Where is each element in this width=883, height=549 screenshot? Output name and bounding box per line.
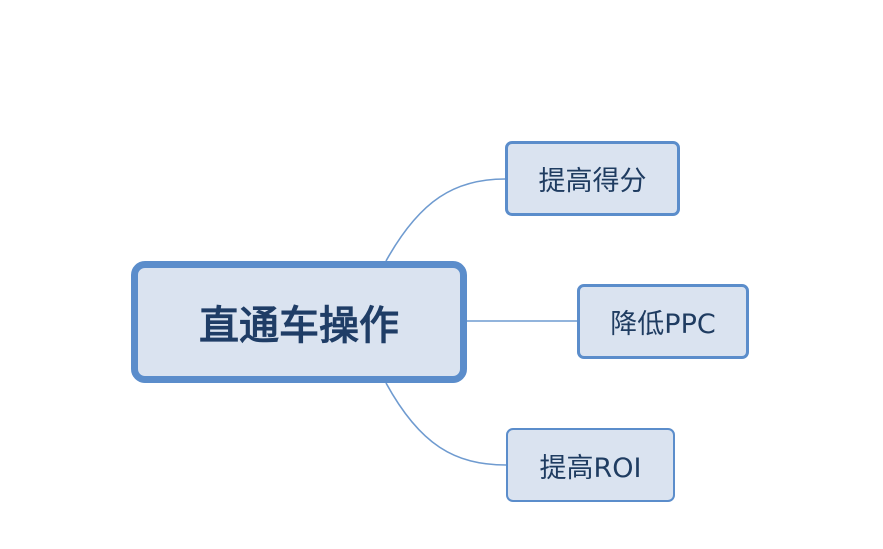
child-node-2[interactable]: 降低PPC <box>577 284 749 359</box>
child-node-1[interactable]: 提高得分 <box>505 141 680 216</box>
root-node[interactable]: 直通车操作 <box>131 261 467 383</box>
link-root-to-child-1 <box>385 178 506 262</box>
child-node-3[interactable]: 提高ROI <box>506 428 675 502</box>
child-node-3-label: 提高ROI <box>539 452 642 484</box>
child-node-1-label: 提高得分 <box>538 166 647 197</box>
child-node-2-label: 降低PPC <box>610 309 716 340</box>
link-root-to-child-3 <box>385 382 507 466</box>
root-node-label: 直通车操作 <box>199 303 399 349</box>
